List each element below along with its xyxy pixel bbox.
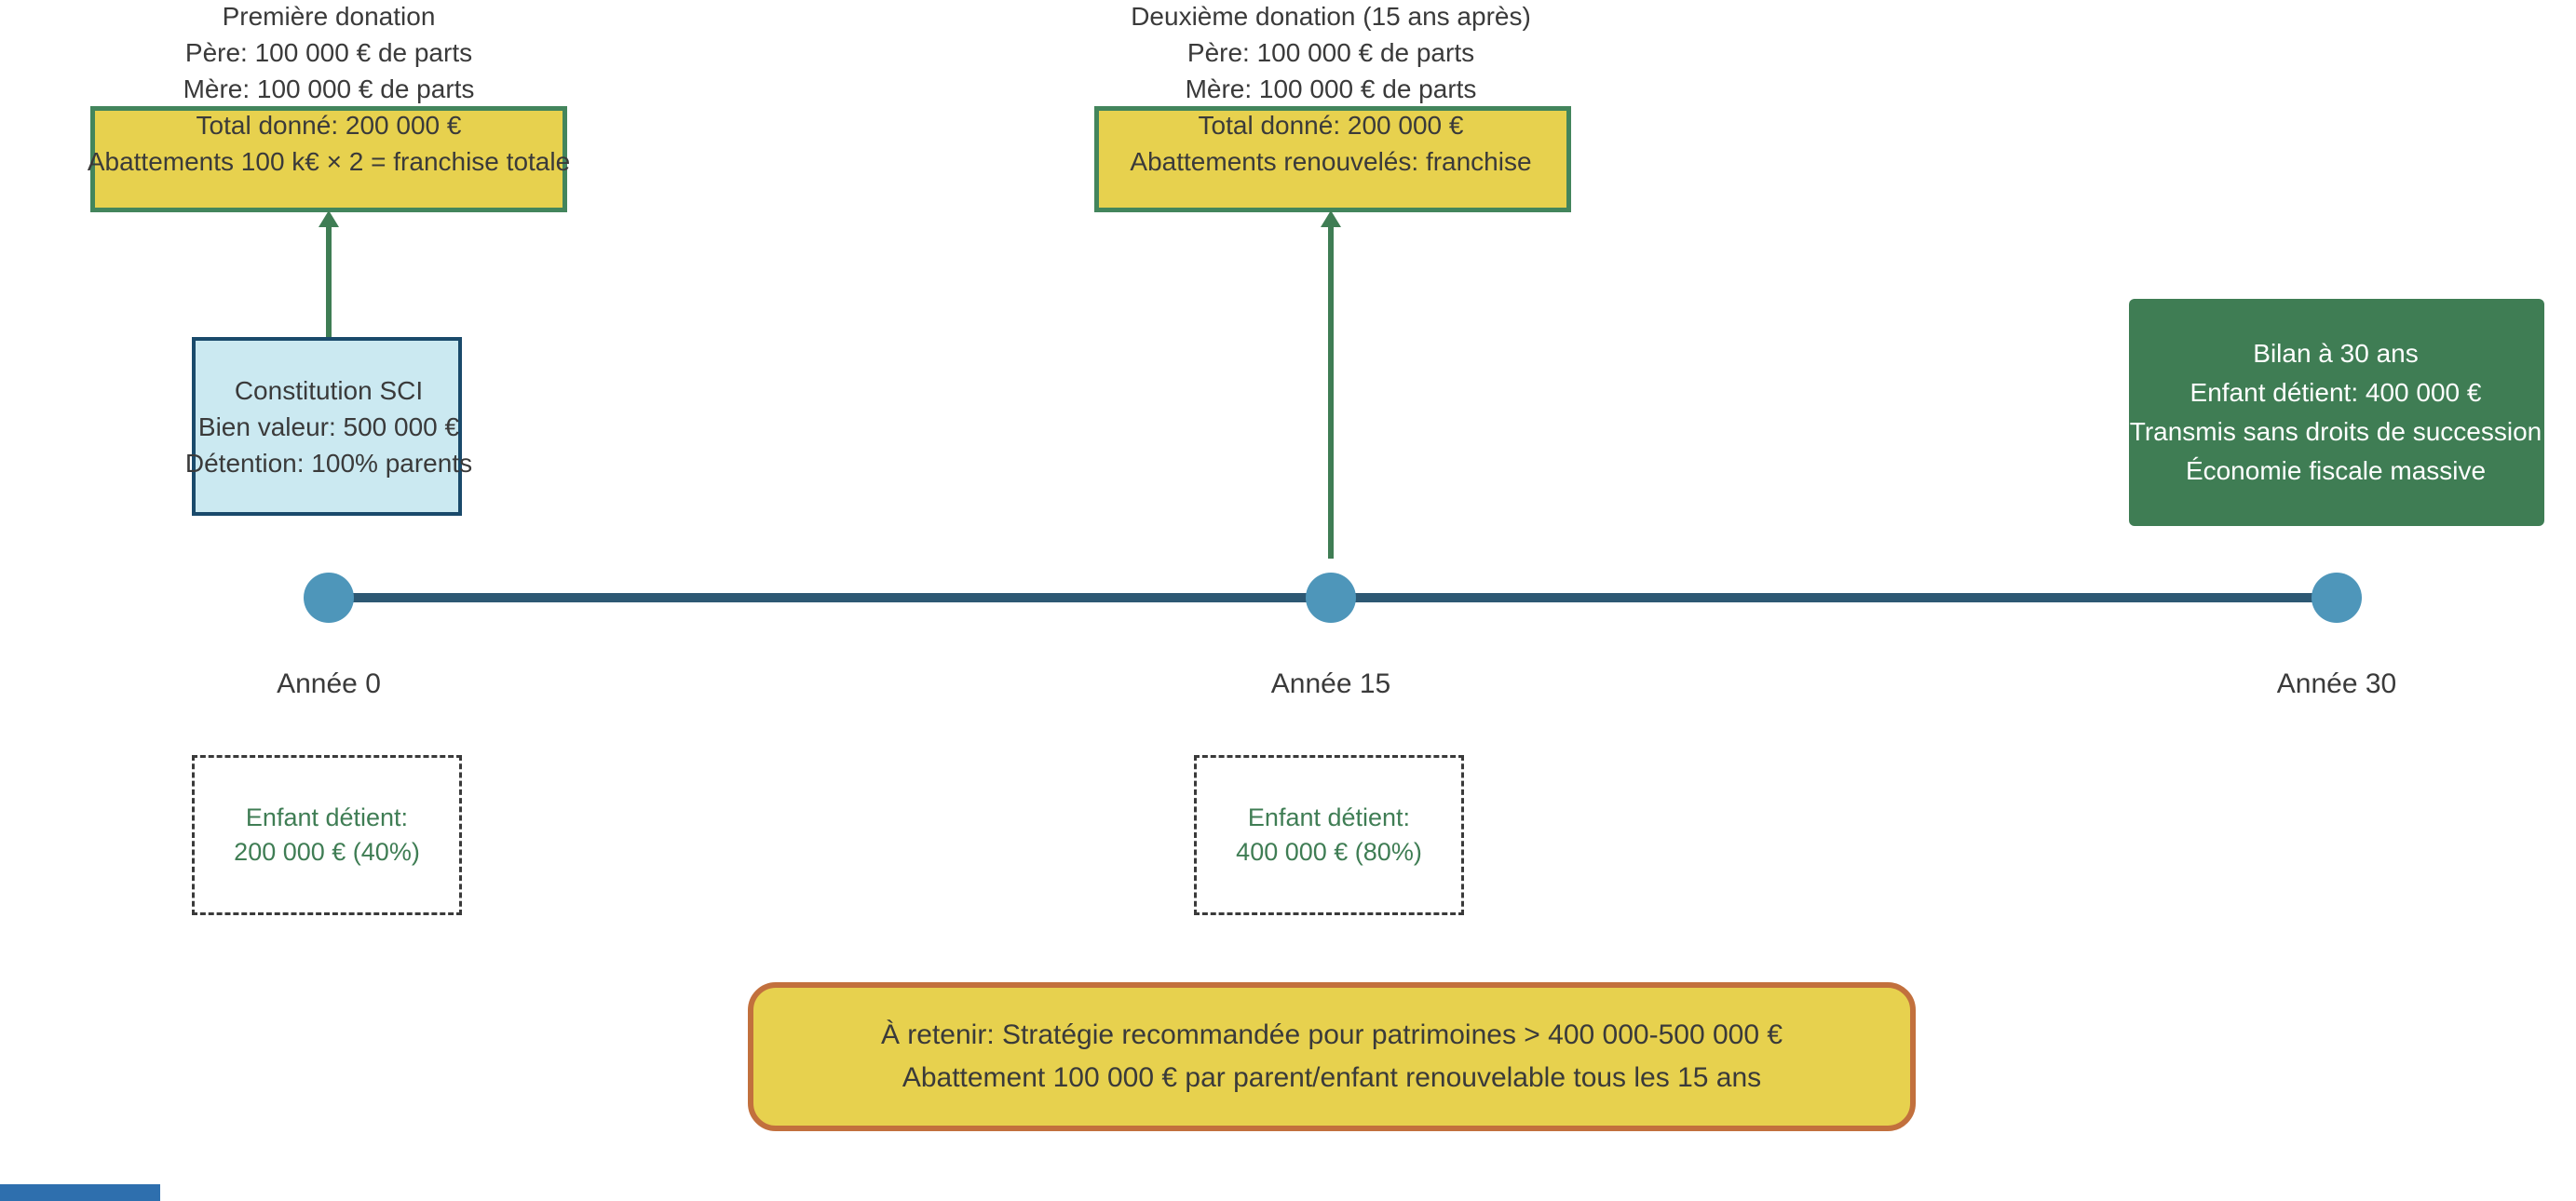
donation-2-line: Deuxième donation (15 ans après)	[1131, 2, 1531, 31]
donation-1-line: Père: 100 000 € de parts	[184, 38, 473, 67]
timeline-dot-year30	[2312, 573, 2362, 623]
note-line: Abattement 100 000 € par parent/enfant r…	[902, 1062, 1762, 1093]
holding-line: 200 000 € (40%)	[234, 838, 420, 866]
sci-line: Constitution SCI	[234, 376, 424, 405]
arrow-up-icon	[319, 210, 339, 227]
timeline-label-year15: Année 15	[1270, 668, 1391, 699]
holding-line: 400 000 € (80%)	[1236, 838, 1422, 866]
bilan-line: Transmis sans droits de succession	[2129, 417, 2542, 446]
timeline-label-year0: Année 0	[277, 668, 381, 699]
holding-box-year0: Enfant détient: 200 000 € (40%)	[192, 755, 462, 915]
bilan-line: Bilan à 30 ans	[2253, 339, 2419, 368]
donation-2-text: Deuxième donation (15 ans après) Père: 1…	[1005, 0, 1657, 180]
bilan-line: Enfant détient: 400 000 €	[2190, 378, 2482, 407]
partial-blue-box	[0, 1184, 160, 1201]
donation-1-box	[90, 106, 567, 212]
sci-constitution-text: Constitution SCI Bien valeur: 500 000 € …	[124, 372, 534, 481]
sci-line: Bien valeur: 500 000 €	[197, 412, 460, 441]
donation-1-line: Abattements 100 k€ × 2 = franchise total…	[87, 147, 571, 176]
donation-2-line: Mère: 100 000 € de parts	[1185, 74, 1477, 103]
timeline-label-year30: Année 30	[2276, 668, 2397, 699]
note-box: À retenir: Stratégie recommandée pour pa…	[748, 982, 1916, 1131]
timeline-dot-year15	[1306, 573, 1356, 623]
bilan-text: Bilan à 30 ans Enfant détient: 400 000 €…	[2066, 334, 2576, 491]
bilan-box	[2129, 299, 2544, 526]
connector-line-1	[326, 225, 332, 337]
holding-line: Enfant détient:	[1247, 803, 1411, 831]
donation-1-text: Première donation Père: 100 000 € de par…	[3, 0, 655, 180]
donation-1-line: Première donation	[222, 2, 436, 31]
arrow-up-icon	[1321, 210, 1341, 227]
donation-1-line: Total donné: 200 000 €	[196, 111, 462, 140]
holding-line: Enfant détient:	[245, 803, 409, 831]
donation-1-line: Mère: 100 000 € de parts	[183, 74, 475, 103]
donation-2-box	[1094, 106, 1571, 212]
donation-2-line: Père: 100 000 € de parts	[1186, 38, 1475, 67]
donation-2-line: Abattements renouvelés: franchise	[1130, 147, 1532, 176]
timeline-dot-year0	[304, 573, 354, 623]
sci-line: Détention: 100% parents	[184, 449, 473, 478]
donation-2-line: Total donné: 200 000 €	[1198, 111, 1464, 140]
connector-line-2	[1328, 225, 1334, 559]
bilan-line: Économie fiscale massive	[2185, 456, 2487, 485]
holding-box-year15: Enfant détient: 400 000 € (80%)	[1194, 755, 1464, 915]
note-line: À retenir: Stratégie recommandée pour pa…	[880, 1019, 1783, 1050]
sci-constitution-box	[192, 337, 462, 516]
